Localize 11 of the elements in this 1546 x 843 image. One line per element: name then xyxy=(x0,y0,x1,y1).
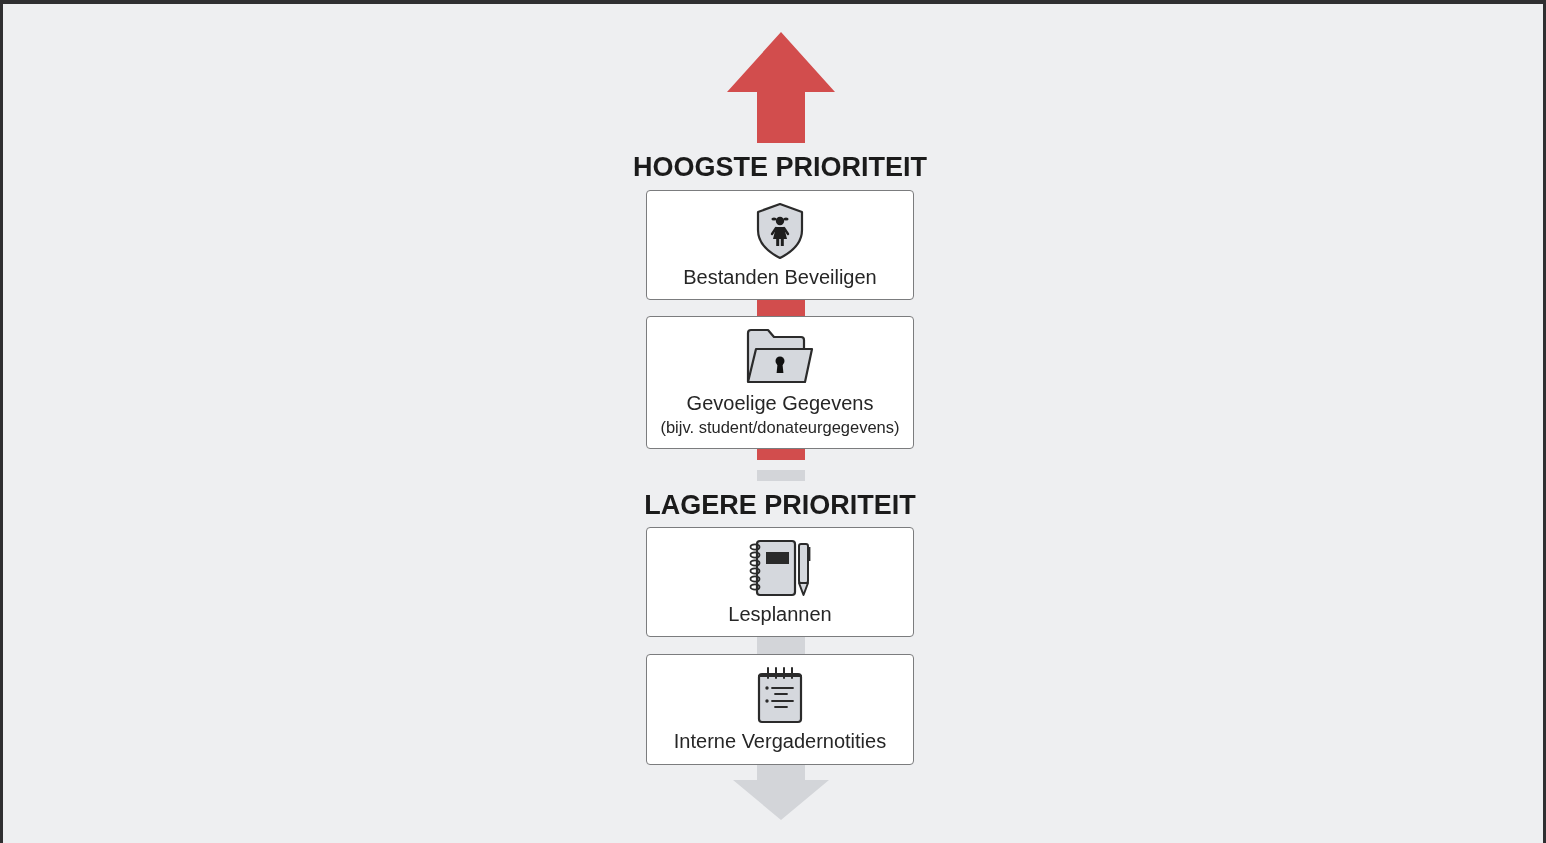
priority-card xyxy=(646,190,914,300)
section-heading: HOOGSTE PRIORITEIT xyxy=(633,152,927,182)
item-title: Interne Vergadernotities xyxy=(673,730,887,752)
item-title: Lesplannen xyxy=(728,603,832,625)
priority-card xyxy=(646,654,914,765)
priority-card xyxy=(646,316,914,449)
item-title: Bestanden Beveiligen xyxy=(683,266,877,288)
item-title: Gevoelige Gegevens xyxy=(686,392,874,414)
priority-card xyxy=(646,527,914,637)
item-example-note: (bijv. student/donateurgegevens) xyxy=(660,418,900,437)
section-heading: LAGERE PRIORITEIT xyxy=(644,490,916,520)
